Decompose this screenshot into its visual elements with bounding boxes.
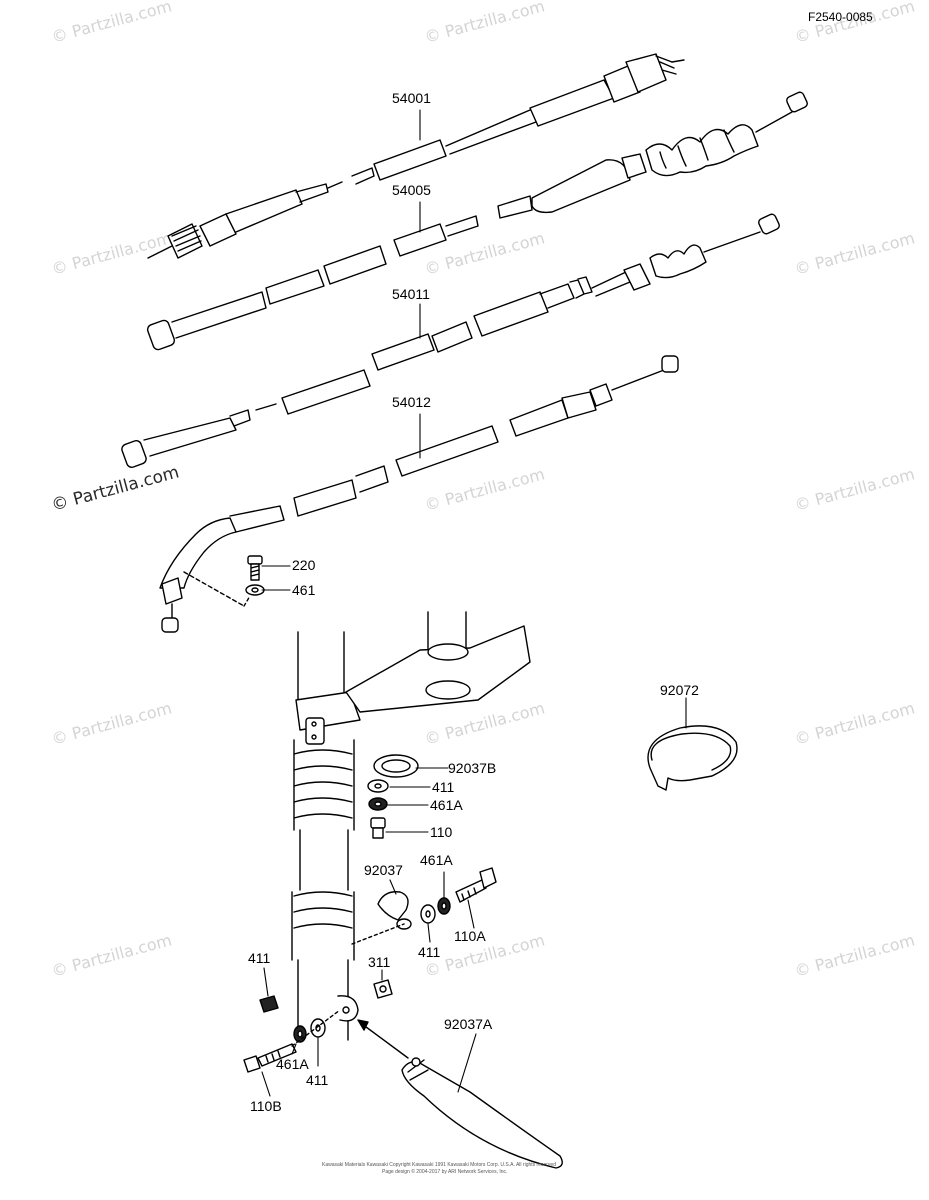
nut-311[interactable] [373, 979, 393, 999]
part-label-54001[interactable]: 54001 [392, 90, 431, 106]
washer-461[interactable] [245, 584, 265, 596]
part-label-92037[interactable]: 92037 [364, 862, 403, 878]
washer-411-upper[interactable] [367, 779, 389, 793]
wire-guide-92037A[interactable] [401, 1057, 563, 1169]
diagram-id: F2540-0085 [808, 10, 873, 24]
leader-lines [261, 109, 687, 1097]
part-label-110A[interactable]: 110A [454, 928, 486, 944]
lockwasher-461A-upper[interactable] [368, 797, 388, 811]
part-label-461A[interactable]: 461A [430, 797, 463, 813]
part-label-54011[interactable]: 54011 [392, 286, 430, 302]
cable-guide-92037[interactable] [377, 891, 412, 930]
bolt-110A[interactable] [455, 867, 497, 903]
part-label-461A[interactable]: 461A [276, 1056, 309, 1072]
part-label-110B[interactable]: 110B [250, 1098, 282, 1114]
part-label-411[interactable]: 411 [248, 950, 271, 966]
front-fork-assembly [291, 611, 531, 1041]
part-label-461A[interactable]: 461A [420, 852, 453, 868]
cable-54005-clutch[interactable] [146, 91, 808, 351]
footer-page-design: Page design © 2004-2017 by ARI Network S… [382, 1169, 508, 1175]
part-label-461[interactable]: 461 [292, 582, 316, 598]
part-label-54012[interactable]: 54012 [392, 394, 431, 410]
cable-54012-throttle[interactable] [159, 355, 679, 633]
cable-guide-92037B[interactable] [373, 754, 419, 778]
lockwasher-461A-middle[interactable] [437, 897, 451, 915]
part-label-92037A[interactable]: 92037A [444, 1016, 493, 1032]
cable-54001-speedometer[interactable] [147, 53, 685, 259]
part-label-411[interactable]: 411 [306, 1072, 329, 1088]
washer-411-lower[interactable] [310, 1018, 326, 1038]
part-label-54005[interactable]: 54005 [392, 182, 431, 198]
part-label-220[interactable]: 220 [292, 557, 316, 573]
screw-220[interactable] [247, 555, 263, 581]
lockwasher-461A-lower[interactable] [293, 1025, 307, 1043]
bolt-110-upper[interactable] [370, 817, 386, 839]
part-label-411[interactable]: 411 [432, 779, 455, 795]
part-label-411[interactable]: 411 [418, 944, 441, 960]
part-label-92037B[interactable]: 92037B [448, 760, 497, 776]
part-label-110[interactable]: 110 [430, 824, 453, 840]
part-label-311[interactable]: 311 [368, 954, 391, 970]
part-label-92072[interactable]: 92072 [660, 682, 699, 698]
band-clamp-92072[interactable] [647, 725, 738, 791]
nut-411-lower-left[interactable] [259, 995, 279, 1013]
bolt-110B[interactable] [243, 1043, 297, 1073]
washer-411-middle[interactable] [420, 904, 436, 924]
cable-54011-tachometer[interactable] [120, 213, 780, 469]
footer-copyright: Kawasaki Materials Kawasaki Copyright Ka… [322, 1162, 556, 1168]
direction-arrow [357, 1019, 409, 1059]
